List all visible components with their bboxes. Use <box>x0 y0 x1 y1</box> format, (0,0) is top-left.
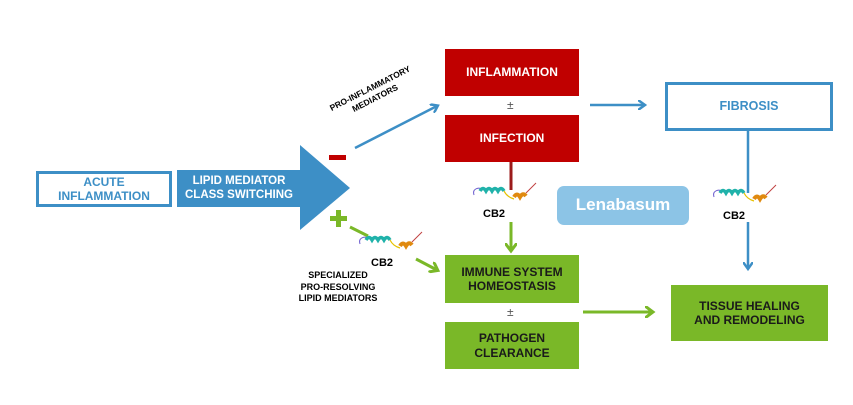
immune-homeostasis-node: IMMUNE SYSTEM HOMEOSTASIS <box>445 255 579 303</box>
pro-inflammatory-arrow <box>354 106 437 150</box>
lenabasum-badge[interactable]: Lenabasum <box>557 186 689 225</box>
cb2-protein-icon <box>473 182 537 201</box>
plus-minus-bottom: ± <box>507 305 514 319</box>
cb2-label: CB2 <box>483 208 506 220</box>
minus-sign <box>329 155 346 160</box>
acute-inflammation-node: ACUTE INFLAMMATION <box>36 171 172 207</box>
spm-line <box>349 225 369 238</box>
cb2-label: CB2 <box>371 257 394 269</box>
inflammation-node: INFLAMMATION <box>445 49 579 96</box>
spm-arrow <box>415 257 437 270</box>
lipid-switch-label: LIPID MEDIATOR CLASS SWITCHING <box>185 174 293 201</box>
cb2-protein-icon <box>713 184 777 203</box>
cb2-label: CB2 <box>723 210 746 222</box>
spm-label: SPECIALIZED PRO-RESOLVING LIPID MEDIATOR… <box>298 270 378 304</box>
pathogen-clearance-node: PATHOGEN CLEARANCE <box>445 322 579 369</box>
class-switch-arrow <box>177 145 350 230</box>
cb2-protein-icon <box>359 231 423 250</box>
infection-node: INFECTION <box>445 115 579 162</box>
plus-minus-top: ± <box>507 98 514 112</box>
fibrosis-node: FIBROSIS <box>665 82 833 131</box>
plus-sign-v <box>336 210 341 227</box>
tissue-healing-node: TISSUE HEALING AND REMODELING <box>671 285 828 341</box>
